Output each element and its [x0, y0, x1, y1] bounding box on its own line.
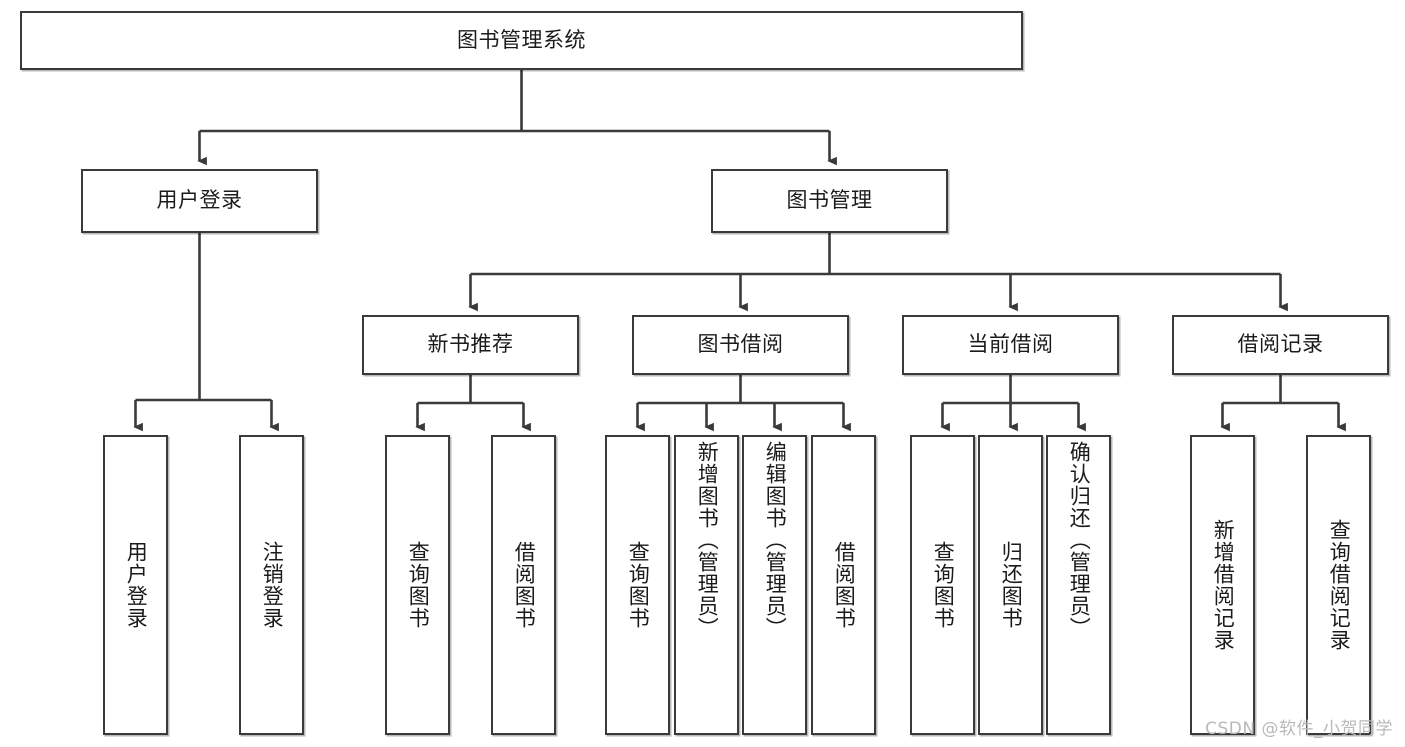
node-leaf-borrow-book-2-label: 借阅图书: [832, 541, 857, 629]
node-leaf-borrow-book-1-label: 借阅图书: [512, 541, 537, 629]
node-new-book-rec-label: 新书推荐: [427, 332, 514, 357]
node-book-borrow[interactable]: 图书借阅: [632, 315, 849, 375]
node-borrow-record-label: 借阅记录: [1237, 332, 1324, 357]
node-leaf-user-logout[interactable]: 注销登录: [239, 435, 304, 735]
node-new-book-rec[interactable]: 新书推荐: [362, 315, 579, 375]
node-leaf-query-book-3-label: 查询图书: [931, 541, 956, 629]
node-leaf-user-login[interactable]: 用户登录: [103, 435, 168, 735]
node-leaf-borrow-book-1[interactable]: 借阅图书: [491, 435, 556, 735]
node-root-label: 图书管理系统: [457, 27, 586, 52]
node-leaf-query-book-1[interactable]: 查询图书: [385, 435, 450, 735]
watermark-text: CSDN @软件_小贺同学: [1205, 719, 1393, 739]
node-book-manage[interactable]: 图书管理: [711, 169, 948, 233]
node-leaf-user-login-label: 用户登录: [124, 541, 149, 629]
node-current-borrow-label: 当前借阅: [967, 332, 1054, 357]
node-leaf-borrow-book-2[interactable]: 借阅图书: [811, 435, 876, 735]
node-leaf-user-logout-label: 注销登录: [260, 541, 285, 629]
node-leaf-add-book[interactable]: 新增图书（管理员）: [674, 435, 739, 735]
node-leaf-return-book-label: 归还图书: [999, 541, 1024, 629]
node-current-borrow[interactable]: 当前借阅: [902, 315, 1119, 375]
node-leaf-query-record[interactable]: 查询借阅记录: [1306, 435, 1371, 735]
node-leaf-query-book-1-label: 查询图书: [406, 541, 431, 629]
node-leaf-edit-book[interactable]: 编辑图书（管理员）: [742, 435, 807, 735]
node-user-login[interactable]: 用户登录: [81, 169, 318, 233]
node-leaf-confirm-return-label: 确认归还（管理员）: [1067, 441, 1092, 639]
node-book-borrow-label: 图书借阅: [697, 332, 784, 357]
node-leaf-add-record-label: 新增借阅记录: [1211, 519, 1236, 651]
node-leaf-confirm-return[interactable]: 确认归还（管理员）: [1046, 435, 1111, 735]
node-leaf-query-record-label: 查询借阅记录: [1327, 519, 1352, 651]
node-leaf-add-record[interactable]: 新增借阅记录: [1190, 435, 1255, 735]
node-book-manage-label: 图书管理: [786, 188, 873, 213]
node-leaf-query-book-3[interactable]: 查询图书: [910, 435, 975, 735]
node-leaf-query-book-2[interactable]: 查询图书: [605, 435, 670, 735]
node-borrow-record[interactable]: 借阅记录: [1172, 315, 1389, 375]
node-root[interactable]: 图书管理系统: [20, 11, 1023, 70]
node-leaf-return-book[interactable]: 归还图书: [978, 435, 1043, 735]
node-leaf-edit-book-label: 编辑图书（管理员）: [763, 441, 788, 639]
node-leaf-query-book-2-label: 查询图书: [626, 541, 651, 629]
node-leaf-add-book-label: 新增图书（管理员）: [695, 441, 720, 639]
node-user-login-label: 用户登录: [156, 188, 243, 213]
